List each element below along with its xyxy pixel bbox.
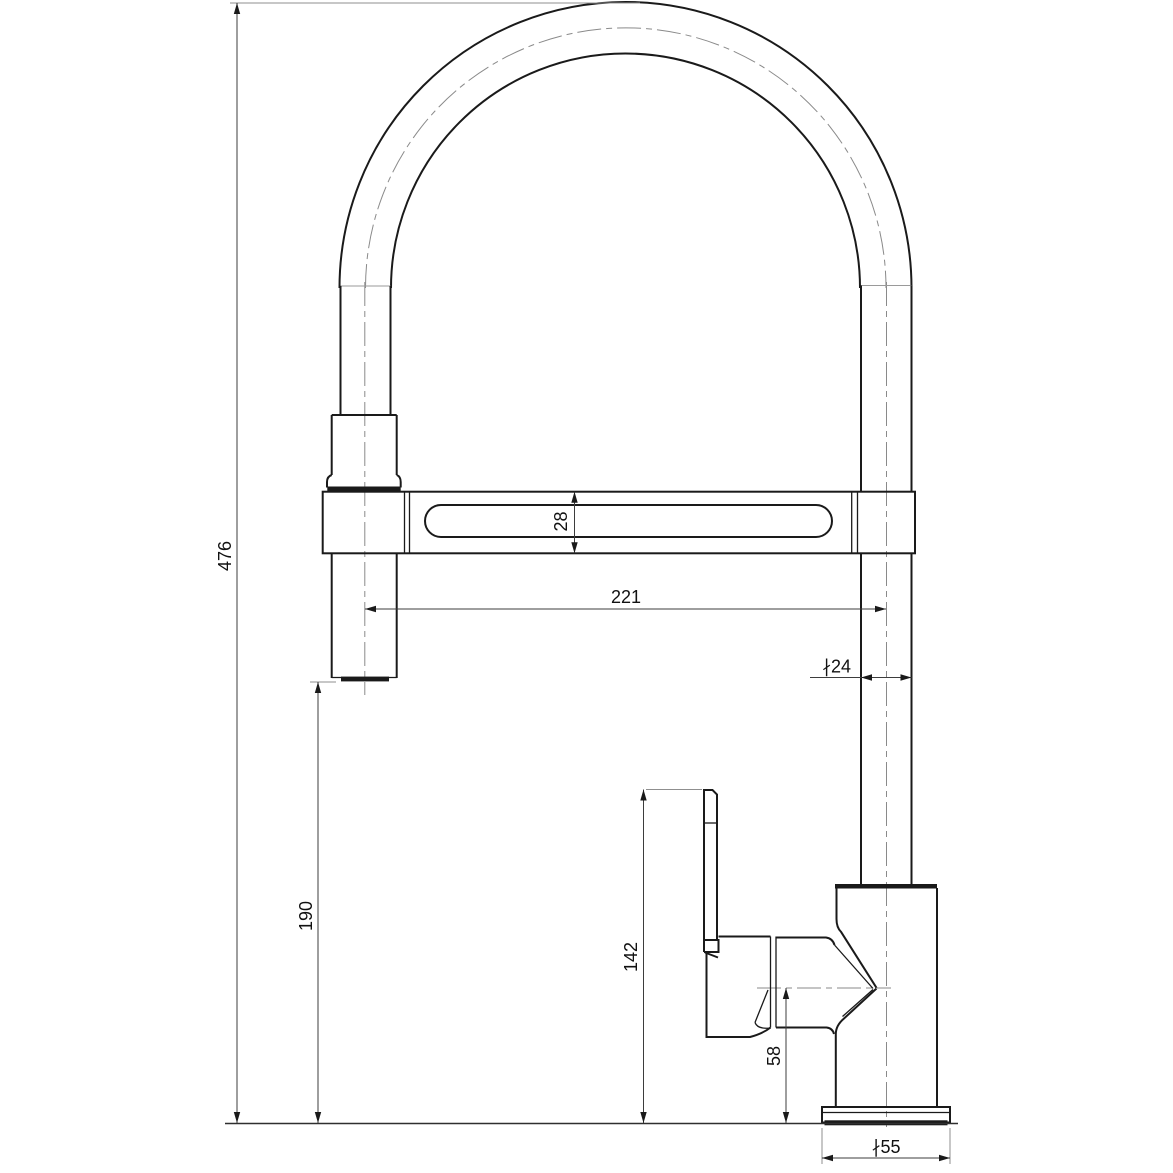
dim-base-diameter: ∤55 — [821, 1128, 951, 1164]
handle-base-top-right — [776, 936, 836, 946]
dim-55-arrow-right — [939, 1154, 950, 1162]
head-collar-band — [327, 486, 401, 492]
dim-bar-height: 28 — [551, 491, 578, 554]
dim-pipe-diameter: ∤24 — [810, 657, 912, 681]
handle-inner-arc — [754, 1022, 771, 1029]
cone-upper-inner-line — [834, 944, 874, 989]
lever-foot — [704, 939, 720, 953]
faucet-body — [834, 884, 938, 1107]
cone-lower-inner-line — [842, 989, 874, 1017]
dim-label-bar-height: 28 — [551, 511, 571, 531]
dim-28-arrow-bottom — [571, 542, 578, 554]
mounting-bar — [321, 490, 916, 555]
dim-handle-axis-height: 58 — [764, 988, 790, 1123]
dim-190-arrow-top — [314, 682, 322, 693]
aerator-tip-band — [341, 676, 389, 682]
spray-head — [326, 414, 402, 682]
dim-142-arrow-top — [640, 789, 647, 801]
dim-spout-reach: 221 — [365, 587, 886, 613]
dim-190-arrow-bottom — [314, 1112, 322, 1123]
dim-24-arrow-left — [861, 674, 872, 681]
dim-overall-height: 476 — [215, 2, 640, 1123]
body-left-cone-lower — [834, 987, 878, 1107]
dim-handle-top-height: 142 — [621, 789, 702, 1123]
riser-pipe — [860, 285, 913, 885]
dim-label-base-diameter: ∤55 — [871, 1137, 900, 1157]
dim-476-arrow-top — [233, 3, 241, 14]
dim-142-arrow-bottom — [640, 1112, 647, 1123]
bar-slot — [424, 504, 833, 538]
dim-label-spray-outlet-height: 190 — [296, 901, 316, 931]
dim-28-arrow-top — [571, 491, 578, 503]
dim-label-pipe-diameter: ∤24 — [822, 657, 851, 677]
arc-centerline — [365, 27, 887, 289]
dim-476-arrow-bottom — [233, 1112, 241, 1123]
head-flare-right — [396, 474, 402, 488]
dim-58-arrow-top — [782, 988, 790, 999]
spray-hose — [339, 286, 392, 415]
spout-arc — [338, 1, 913, 289]
lever-outline — [703, 789, 718, 952]
dim-221-arrow-right — [875, 605, 886, 613]
dim-label-overall-height: 476 — [215, 541, 235, 571]
handle-base-bottom-right — [776, 1026, 835, 1035]
dim-55-arrow-left — [822, 1154, 833, 1162]
body-top-band — [835, 884, 937, 889]
bar-outline — [321, 490, 916, 555]
handle-base-outline — [705, 952, 772, 1038]
dim-58-arrow-bottom — [782, 1112, 790, 1123]
head-flare-left — [326, 474, 333, 488]
handle-lever — [703, 789, 836, 1038]
arc-inner-line — [390, 52, 861, 289]
dim-label-spout-reach: 221 — [611, 587, 641, 607]
body-left-cone-upper — [835, 888, 878, 989]
dim-24-arrow-right — [900, 674, 912, 681]
dim-label-handle-top-height: 142 — [621, 942, 641, 972]
dim-label-handle-axis-height: 58 — [764, 1046, 784, 1066]
handle-inner-diagonal — [754, 989, 769, 1023]
dim-221-arrow-left — [365, 605, 376, 613]
dim-spray-outlet-height: 190 — [296, 681, 336, 1123]
arc-outer-line — [338, 1, 913, 289]
